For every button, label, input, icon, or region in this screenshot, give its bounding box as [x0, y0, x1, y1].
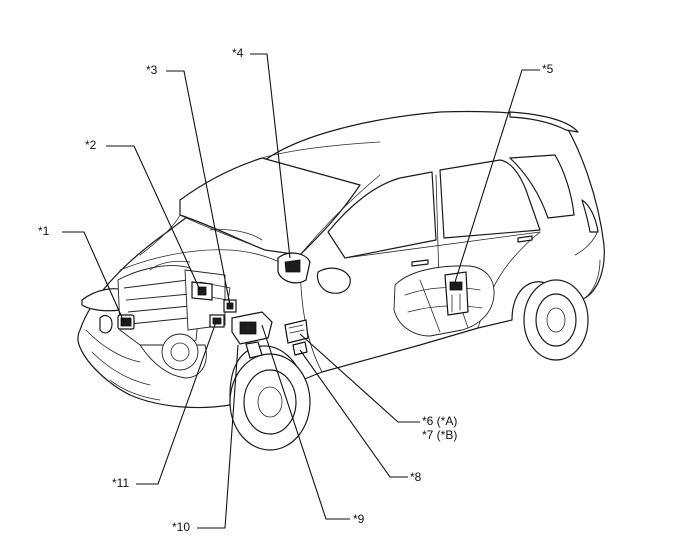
leader-line-3 [166, 70, 231, 306]
leader-line-10 [197, 344, 239, 529]
part-3-component [223, 299, 237, 313]
callout-10: *10 [172, 520, 191, 534]
part-4-component [277, 252, 311, 284]
part-11-component [209, 314, 225, 328]
callout-8: *8 [410, 470, 422, 484]
callout-2: *2 [85, 138, 97, 152]
leader-line-2 [106, 145, 201, 291]
leader-lines [62, 53, 540, 529]
callout-6: *6 (*A) [422, 414, 458, 428]
leader-line-8 [299, 349, 408, 478]
part-9-10-component [231, 311, 273, 359]
callout-5: *5 [542, 62, 554, 76]
callout-1: *1 [38, 224, 50, 238]
callout-11: *11 [112, 476, 130, 490]
leader-line-1 [62, 231, 125, 323]
leader-line-6 [299, 333, 420, 423]
leader-line-4 [250, 53, 291, 259]
part-8-component [292, 341, 308, 356]
callout-3: *3 [146, 63, 158, 77]
callout-4: *4 [232, 46, 244, 60]
callout-7: *7 (*B) [422, 428, 458, 442]
leader-line-9 [261, 324, 350, 520]
part-1-component [117, 314, 135, 330]
part-6-7-component [284, 319, 309, 344]
part-5-component [444, 271, 469, 316]
fuel-tank [393, 265, 495, 337]
leader-line-5 [454, 69, 540, 283]
callout-9: *9 [353, 512, 365, 526]
part-2-component [191, 281, 213, 301]
leader-line-11 [136, 321, 217, 485]
